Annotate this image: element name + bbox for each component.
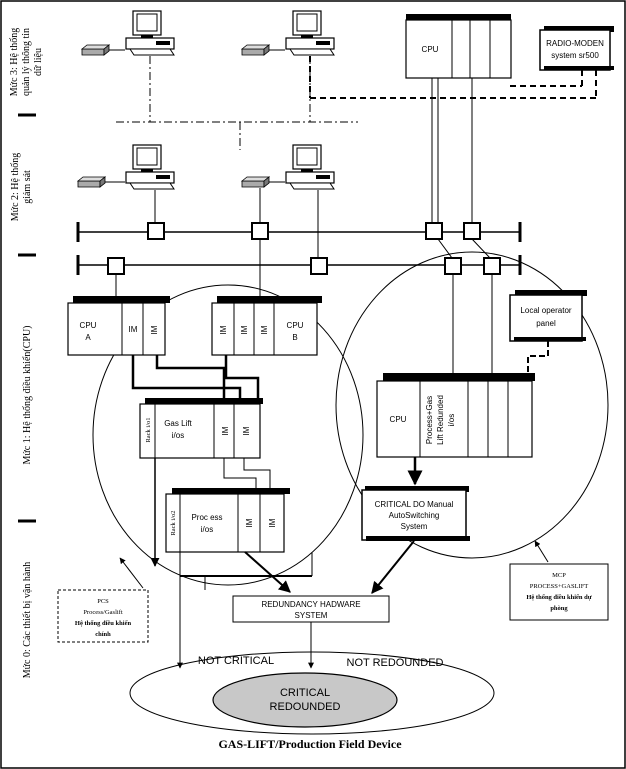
critical-do-line3: System bbox=[401, 522, 428, 531]
cpu-a-line2: A bbox=[85, 333, 91, 342]
redundancy-line1: REDUNDANCY HADWARE bbox=[261, 600, 360, 609]
rack1-label: Rack i/o1 bbox=[145, 417, 152, 442]
cpu-a-line1: CPU bbox=[80, 321, 97, 330]
pcs-line4: chính bbox=[95, 631, 111, 638]
redundancy-line2: SYSTEM bbox=[295, 611, 328, 620]
rack1-im1: IM bbox=[221, 426, 230, 435]
modem-icon bbox=[77, 176, 106, 188]
cpu-right-label: CPU bbox=[390, 415, 407, 424]
modem-icon bbox=[241, 44, 270, 56]
level3-label-line1: Mức 3: Hệ thống bbox=[9, 28, 20, 96]
network-node bbox=[483, 257, 501, 275]
network-node bbox=[425, 222, 443, 240]
pcs-box: PCS Process/Gaslift Hệ thống điều khiển … bbox=[57, 589, 149, 643]
rack2-line1: Proc ess bbox=[191, 513, 222, 522]
network-node bbox=[444, 257, 462, 275]
local-panel-line1: Local operator bbox=[520, 306, 571, 315]
workstation-icon bbox=[285, 10, 335, 56]
pcs-line2: Process/Gaslift bbox=[83, 609, 123, 616]
rack2-line2: i/os bbox=[201, 525, 213, 534]
network-node bbox=[147, 222, 165, 240]
network-node bbox=[107, 257, 125, 275]
modem-icon bbox=[81, 44, 110, 56]
mcp-box: MCP PROCESS+GASLIFT Hệ thống điều khiển … bbox=[509, 563, 609, 621]
mcp-line3: Hệ thống điều khiển dự bbox=[526, 594, 591, 601]
modem-icon bbox=[241, 176, 270, 188]
level2-label-line1: Mức 2: Hệ thống bbox=[10, 153, 21, 221]
level3-label-line2: quản lý thông tin bbox=[21, 28, 32, 96]
cpu-a-im1: IM bbox=[129, 325, 138, 334]
network-node bbox=[463, 222, 481, 240]
diagram-caption: GAS-LIFT/Production Field Device bbox=[218, 737, 402, 751]
pcs-ellipse bbox=[92, 284, 364, 586]
workstation-icon bbox=[125, 144, 175, 190]
level2-label-line2: giám sát bbox=[22, 170, 33, 204]
level0-label: Mức 0: Các thiết bị vận hành bbox=[22, 562, 33, 679]
critical-do-box: CRITICAL DO Manual AutoSwitching System bbox=[361, 486, 470, 541]
cpu-right-line2: Lift Redunded bbox=[436, 395, 445, 445]
cpu-b-rack: IM IM IM CPU B bbox=[211, 296, 322, 356]
cpu-top-rack: CPU bbox=[405, 14, 512, 79]
cpu-top-label: CPU bbox=[422, 45, 439, 54]
workstation-icon bbox=[285, 144, 335, 190]
field-device-outer-ellipse bbox=[129, 651, 495, 735]
redundancy-hardware-box: REDUNDANCY HADWARE SYSTEM bbox=[232, 595, 390, 623]
rack1-im2: IM bbox=[242, 426, 251, 435]
cpu-b-im2: IM bbox=[240, 325, 249, 334]
rack2-im1: IM bbox=[245, 518, 254, 527]
pcs-line3: Hệ thống điều khiển bbox=[75, 620, 132, 627]
cpu-right-rack: CPU Process+Gas Lift Redunded i/os bbox=[376, 373, 535, 458]
cpu-a-rack: CPU A IM IM bbox=[67, 296, 170, 356]
cpu-right-line3: i/os bbox=[447, 414, 456, 426]
rack1-line1: Gas Lift bbox=[164, 419, 192, 428]
cpu-a-im2: IM bbox=[150, 325, 159, 334]
rack2-label: Rack i/o2 bbox=[170, 510, 177, 535]
workstation-icon bbox=[125, 10, 175, 56]
not-critical-label: NOT CRITICAL bbox=[198, 655, 274, 667]
cpu-b-line2: B bbox=[292, 333, 297, 342]
rack-io1: Rack i/o1 Gas Lift i/os IM IM bbox=[139, 398, 263, 459]
radio-modem-line1: RADIO-MODEN bbox=[546, 39, 604, 48]
mcp-line1: MCP bbox=[552, 572, 566, 579]
critical-do-line2: AutoSwitching bbox=[389, 511, 440, 520]
radio-modem-line2: system sr500 bbox=[551, 51, 599, 60]
critical-redounded-ellipse bbox=[212, 672, 398, 728]
rack1-line2: i/os bbox=[172, 431, 184, 440]
mcp-line2: PROCESS+GASLIFT bbox=[530, 583, 589, 590]
critical-label-line2: REDOUNDED bbox=[270, 701, 341, 713]
pcs-line1: PCS bbox=[97, 598, 109, 605]
cpu-b-line1: CPU bbox=[287, 321, 304, 330]
local-operator-panel: Local operator panel bbox=[509, 290, 587, 342]
not-redounded-label: NOT REDOUNDED bbox=[347, 657, 444, 669]
radio-modem-box: RADIO-MODEN system sr500 bbox=[539, 26, 614, 71]
mcp-ellipse bbox=[335, 251, 609, 559]
cpu-b-im1: IM bbox=[219, 325, 228, 334]
network-node bbox=[251, 222, 269, 240]
critical-do-line1: CRITICAL DO Manual bbox=[375, 500, 454, 509]
local-panel-line2: panel bbox=[536, 319, 556, 328]
network-node bbox=[310, 257, 328, 275]
level3-label-line3: dữ liệu bbox=[33, 48, 44, 76]
rack2-im2: IM bbox=[268, 518, 277, 527]
mcp-line4: phòng bbox=[550, 605, 568, 612]
rack-io2: Rack i/o2 Proc ess i/os IM IM bbox=[165, 488, 290, 553]
level1-label: Mức 1: Hệ thống điều khiển(CPU) bbox=[22, 325, 33, 464]
cpu-b-im3: IM bbox=[260, 325, 269, 334]
critical-label-line1: CRITICAL bbox=[280, 687, 330, 699]
cpu-right-line1: Process+Gas bbox=[425, 396, 434, 444]
